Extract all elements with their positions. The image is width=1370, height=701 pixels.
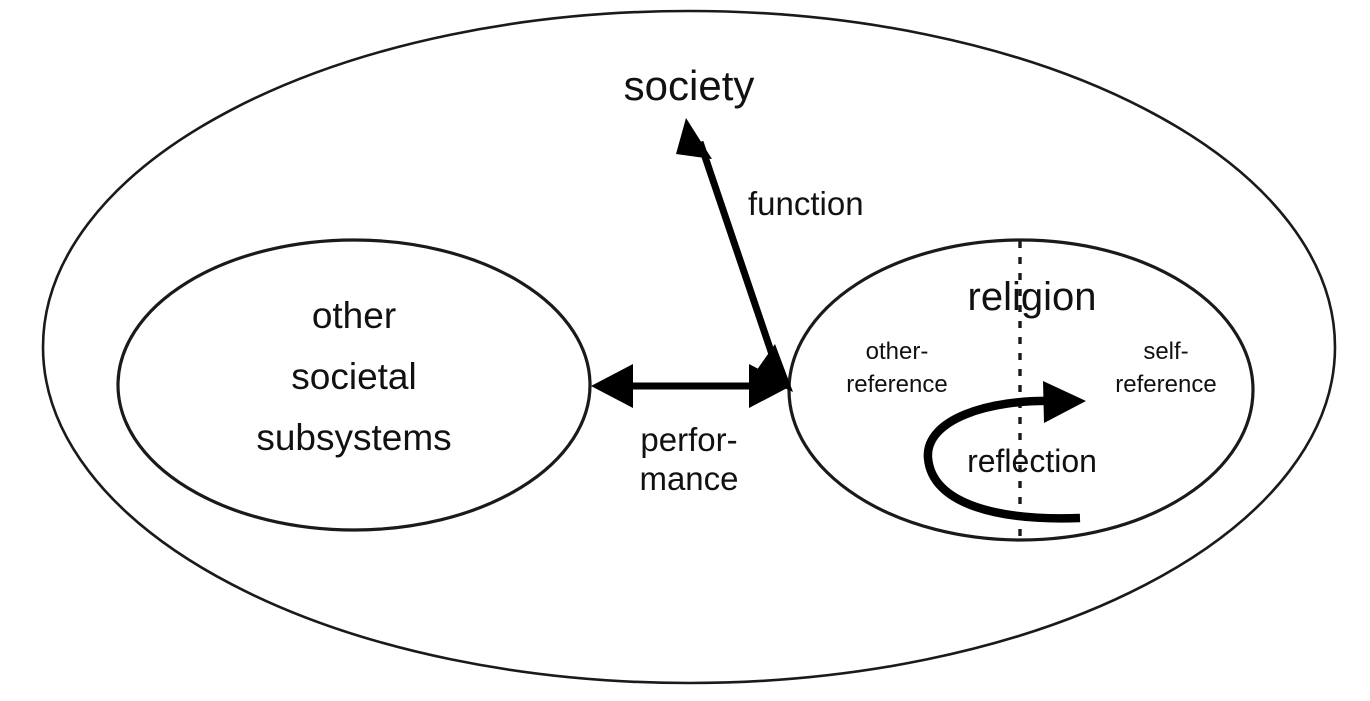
society-boundary-ellipse	[41, 9, 1337, 685]
function-arrow	[676, 118, 793, 392]
function-label: function	[748, 185, 864, 222]
performance-label-line2: mance	[639, 460, 738, 497]
function-arrow-head-religion	[754, 344, 793, 392]
function-arrow-head-society	[676, 118, 712, 159]
other-societal-subsystems-ellipse	[116, 238, 592, 532]
reflection-loop-curve	[923, 396, 1081, 523]
reflection-loop-arrow	[923, 381, 1086, 523]
performance-arrow-head-left	[591, 364, 633, 408]
reflection-arrow-head	[1043, 381, 1086, 423]
reflection-label: reflection	[967, 443, 1097, 479]
other-reference-line1: other-	[866, 338, 929, 365]
self-reference-line2: reference	[1115, 371, 1216, 398]
other-reference-line2: reference	[846, 371, 947, 398]
performance-label-line1: perfor-	[640, 421, 737, 458]
other-societal-subsystems-line2: societal	[291, 356, 416, 397]
self-reference-line1: self-	[1143, 338, 1188, 365]
performance-arrow	[591, 364, 791, 408]
function-arrow-shaft	[696, 140, 782, 374]
performance-arrow-head-right	[749, 364, 791, 408]
society-label: society	[624, 62, 755, 109]
other-societal-subsystems-line3: subsystems	[256, 417, 451, 458]
other-societal-subsystems-line1: other	[312, 295, 396, 336]
religion-title-label: religion	[968, 275, 1097, 319]
